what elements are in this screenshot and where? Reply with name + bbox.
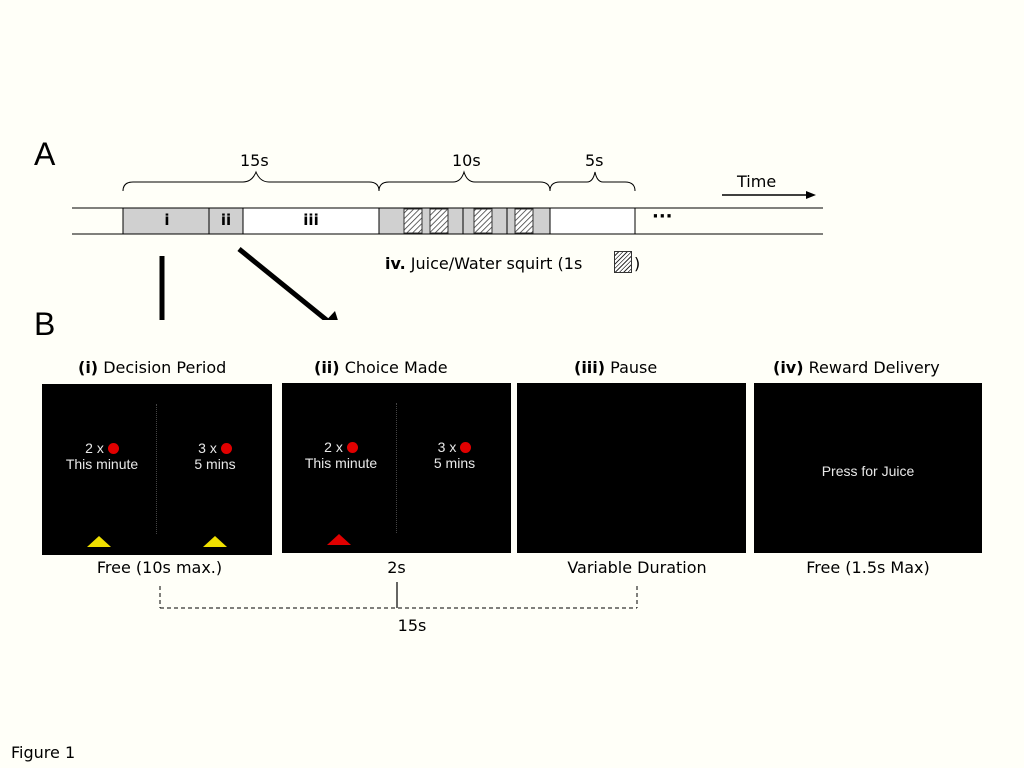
span-bracket — [159, 582, 638, 609]
screen-decision-period: 2 x This minute 3 x 5 mins — [42, 384, 272, 555]
option-count: 3 x — [198, 440, 217, 456]
brace-label-10s: 10s — [452, 151, 481, 170]
screen-pause — [517, 383, 746, 553]
option-count: 3 x — [437, 439, 457, 455]
squirt-block — [429, 208, 449, 234]
screen-title-choice: (ii) Choice Made — [314, 358, 448, 377]
yellow-triangle-icon — [203, 536, 227, 547]
option-label: 5 mins — [194, 456, 236, 472]
segment-label-iii: iii — [303, 211, 319, 229]
red-dot-icon — [220, 443, 232, 454]
screen-title-text: Pause — [610, 358, 658, 377]
panel-a-letter: A — [34, 136, 56, 172]
squirt-block — [514, 208, 534, 234]
duration-pause: Variable Duration — [567, 558, 707, 577]
screen-title-decision: (i) Decision Period — [78, 358, 226, 377]
time-label: Time — [737, 172, 777, 191]
red-dot-icon — [346, 442, 358, 453]
panel-b-letter: B — [34, 306, 56, 342]
squirt-legend-bold: iv. — [385, 254, 406, 273]
arrow-to-choice-head — [326, 311, 338, 320]
duration-reward: Free (1.5s Max) — [806, 558, 930, 577]
span-label: 15s — [397, 616, 427, 635]
screen-title-text: Decision Period — [103, 358, 227, 377]
option-count: 2 x — [324, 439, 343, 455]
screen-title-reward: (iv) Reward Delivery — [773, 358, 940, 377]
squirt-legend-close: ) — [634, 254, 641, 273]
red-dot-icon — [460, 442, 472, 453]
screen-divider — [156, 404, 157, 534]
duration-choice: 2s — [387, 558, 406, 577]
brace-15s — [122, 170, 380, 192]
timeline-ellipsis: ··· — [652, 206, 673, 227]
screen-num: (i) — [78, 358, 99, 377]
option-label: This minute — [304, 455, 378, 471]
screen-reward-delivery: Press for Juice — [754, 383, 982, 553]
screen-title-text: Reward Delivery — [808, 358, 940, 377]
timeline-diagram — [72, 170, 823, 320]
screen-num: (iv) — [773, 358, 804, 377]
segment-label-i: i — [164, 211, 170, 229]
press-for-juice-text: Press for Juice — [821, 463, 915, 479]
screen-divider — [396, 403, 397, 533]
squirt-block — [473, 208, 493, 234]
squirt-block — [403, 208, 423, 234]
screen-choice-made: 2 x This minute 3 x 5 mins — [282, 383, 511, 553]
option-right: 3 x 5 mins — [158, 440, 272, 472]
segment-pause-block — [549, 207, 636, 235]
yellow-triangle-icon — [87, 536, 111, 547]
option-label: This minute — [65, 456, 139, 472]
red-triangle-icon — [327, 534, 351, 545]
duration-decision: Free (10s max.) — [96, 558, 223, 577]
screen-title-pause: (iii) Pause — [574, 358, 657, 377]
segment-label-ii: ii — [220, 211, 232, 229]
arrow-to-choice — [237, 247, 331, 320]
segment-i-ii-block — [122, 207, 244, 235]
option-right: 3 x 5 mins — [398, 439, 511, 471]
red-dot-icon — [107, 443, 119, 454]
brace-label-15s: 15s — [240, 151, 269, 170]
brace-10s — [378, 170, 551, 192]
screen-num: (ii) — [314, 358, 340, 377]
option-count: 2 x — [85, 440, 104, 456]
squirt-legend-swatch — [614, 251, 632, 273]
time-arrow-head — [806, 191, 816, 199]
option-left: 2 x This minute — [282, 439, 400, 471]
screen-title-text: Choice Made — [344, 358, 448, 377]
option-left: 2 x This minute — [42, 440, 162, 472]
figure-label: Figure 1 — [11, 743, 76, 762]
option-label: 5 mins — [433, 455, 476, 471]
squirt-legend: iv. Juice/Water squirt (1s — [385, 254, 582, 273]
brace-label-5s: 5s — [585, 151, 604, 170]
screen-num: (iii) — [574, 358, 606, 377]
brace-5s — [549, 171, 636, 192]
squirt-legend-text: Juice/Water squirt (1s — [410, 254, 583, 273]
